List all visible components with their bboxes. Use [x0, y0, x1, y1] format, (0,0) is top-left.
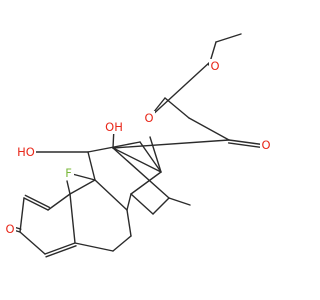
methyl-c16	[168, 197, 191, 206]
methyl-c19	[66, 180, 71, 195]
atom-f-c9: F	[63, 166, 74, 180]
double-bond-c1-c2-inner	[24, 194, 51, 209]
double-bond-c20-oK	[228, 139, 267, 146]
bond-c10-c1	[47, 193, 71, 211]
methyl-c18	[149, 136, 162, 173]
atom-oh-c17: OH	[104, 120, 124, 134]
double-bond-c1-c2	[23, 197, 49, 211]
bond-c21-c20	[188, 117, 230, 141]
label-f-c9: F	[65, 166, 72, 180]
bond-c9-c8	[94, 179, 128, 211]
bond-c8-c14	[126, 193, 132, 211]
bond-e3-eO	[148, 61, 211, 119]
double-bond-c20-oK-inner	[227, 142, 267, 149]
bond-c15-c16	[152, 197, 170, 215]
atom-ho-c11: HO	[16, 145, 36, 159]
label-oh-c17: OH	[105, 120, 123, 134]
atom-o-enone-c3: O	[4, 222, 16, 236]
bond-c16-c17	[112, 147, 170, 199]
bond-c14-c15	[130, 193, 154, 215]
bond-c12-c11	[87, 141, 141, 153]
double-bond-c4-c5-inner	[45, 245, 77, 258]
label-o-ester-carbonyl: O	[210, 59, 219, 73]
molecule-diagram: O O O OH HO F O	[4, 33, 272, 258]
atom-o-ester-carbonyl: O	[209, 59, 221, 73]
bond-e2-e3	[209, 41, 217, 63]
bond-e1-e2	[215, 33, 242, 43]
bond-eCH2-c21	[164, 97, 190, 119]
atom-o-ketone-c20: O	[260, 138, 272, 152]
bond-layer	[9, 33, 267, 258]
double-bond-c4-c5	[44, 242, 76, 255]
label-o-enone-c3: O	[5, 222, 14, 236]
bond-c9-c10	[69, 179, 96, 195]
bond-c5-c6	[74, 242, 114, 252]
bond-c13-c12	[139, 141, 162, 173]
structure-svg: O O O OH HO F O	[4, 33, 272, 258]
bond-c3-c4	[19, 231, 46, 255]
bond-c2-c3	[19, 197, 25, 233]
bond-c20-c17	[112, 139, 230, 149]
label-o-ester-ether: O	[144, 111, 153, 125]
bond-c7-c8	[126, 209, 132, 237]
bond-c17-c13	[112, 147, 162, 173]
bond-c10-c5	[69, 193, 76, 244]
atom-o-ester-ether: O	[143, 111, 155, 125]
label-o-ketone-c20: O	[261, 138, 270, 152]
bond-c11-c9	[87, 151, 96, 181]
bond-c13-c14	[130, 171, 162, 195]
label-ho-c11: HO	[17, 145, 35, 159]
bond-c6-c7	[112, 235, 132, 252]
